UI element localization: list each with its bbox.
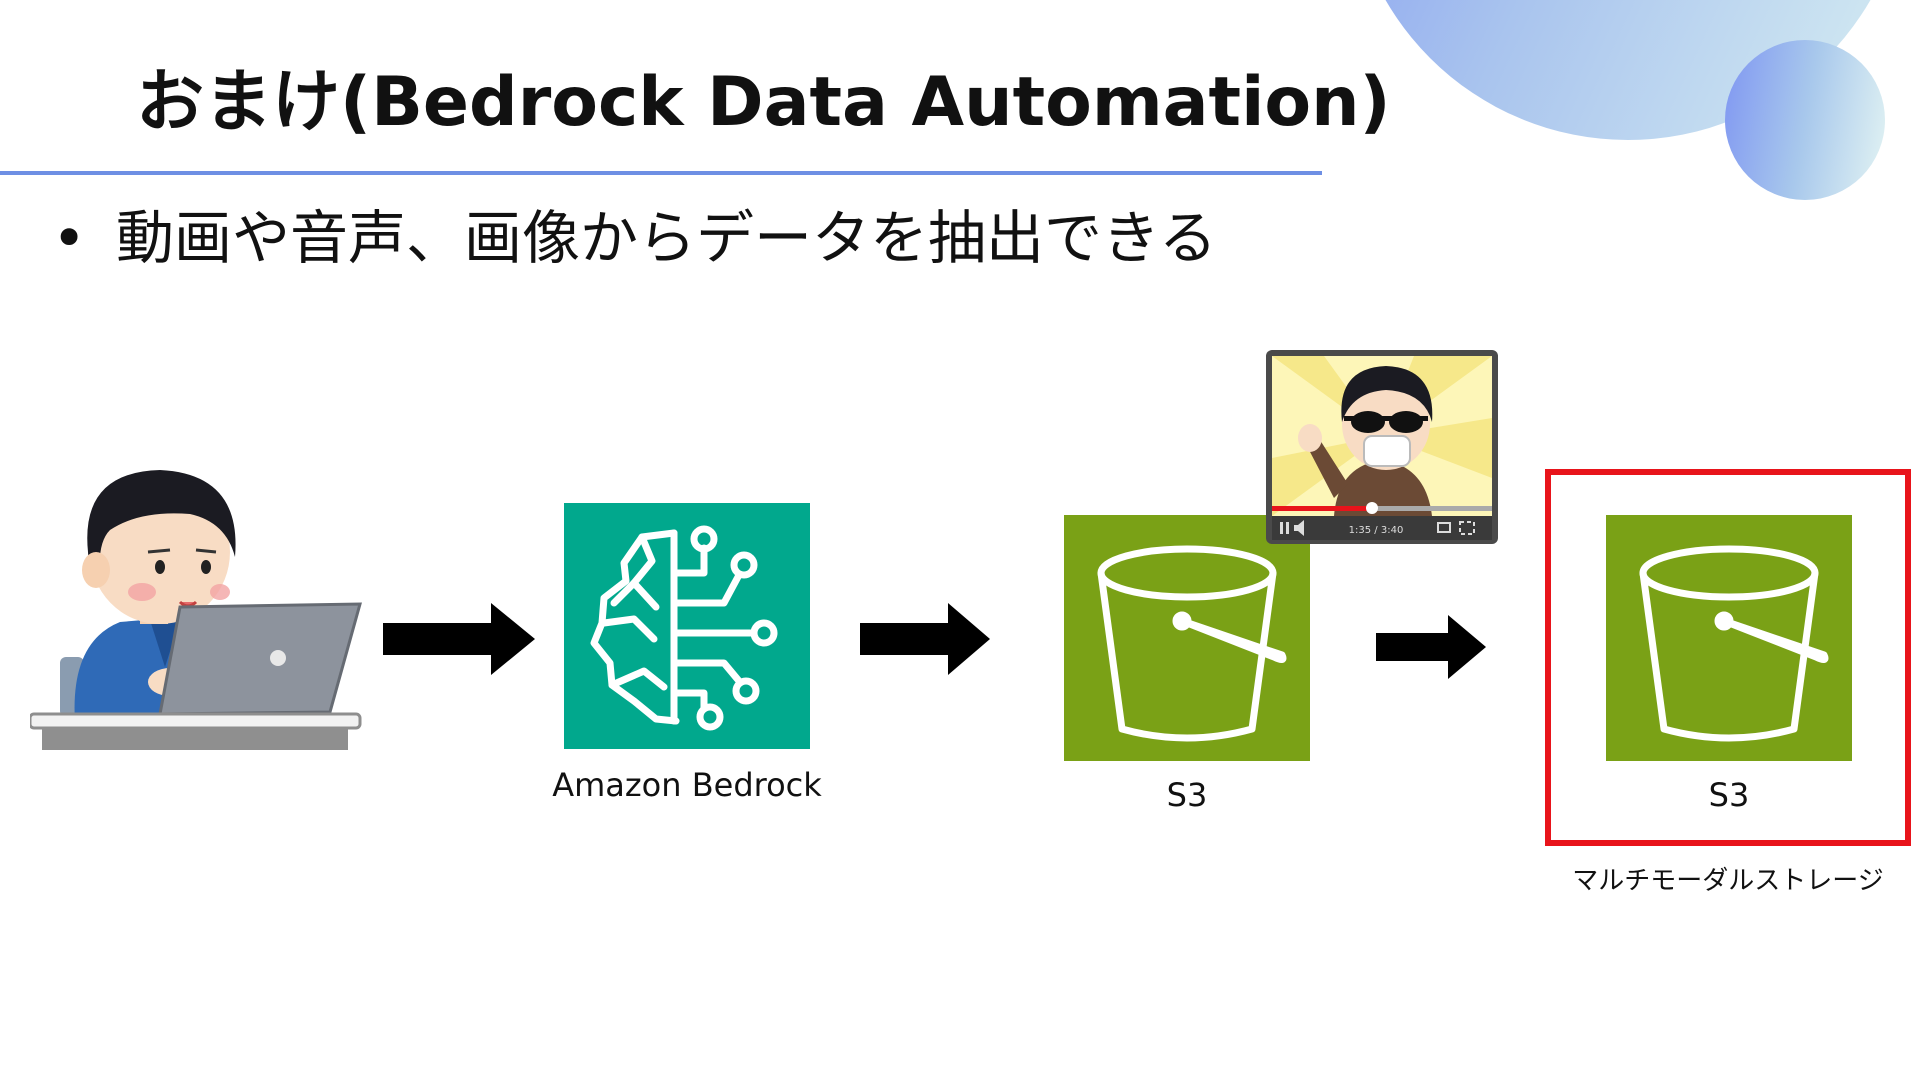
multimodal-storage-label: マルチモーダルストレージ [1572, 866, 1884, 896]
title-underline [0, 171, 1322, 175]
s3-bucket-icon-output [1606, 515, 1852, 761]
bullet-marker: • [52, 204, 87, 272]
bedrock-label: Amazon Bedrock [552, 766, 822, 804]
arrow-bedrock-to-s3 [860, 603, 990, 675]
bedrock-brain-icon [564, 503, 810, 749]
user-with-laptop-icon [30, 470, 362, 750]
s3-output-label: S3 [1708, 776, 1750, 814]
video-player-icon: 1:35 / 3:40 [1266, 350, 1498, 544]
s3-input-label: S3 [1166, 776, 1208, 814]
video-timestamp: 1:35 / 3:40 [1349, 525, 1404, 536]
decorative-circle-small [1725, 40, 1885, 200]
bullet-text: 動画や音声、画像からデータを抽出できる [116, 204, 1217, 272]
slide-title: おまけ(Bedrock Data Automation) [136, 63, 1391, 142]
arrow-user-to-bedrock [383, 603, 535, 675]
bullet-item: • 動画や音声、画像からデータを抽出できる [52, 200, 1217, 276]
highlight-frame [1545, 469, 1911, 846]
video-progress [1272, 506, 1372, 511]
s3-bucket-icon-input [1064, 515, 1310, 761]
arrow-s3-to-s3 [1376, 615, 1486, 679]
